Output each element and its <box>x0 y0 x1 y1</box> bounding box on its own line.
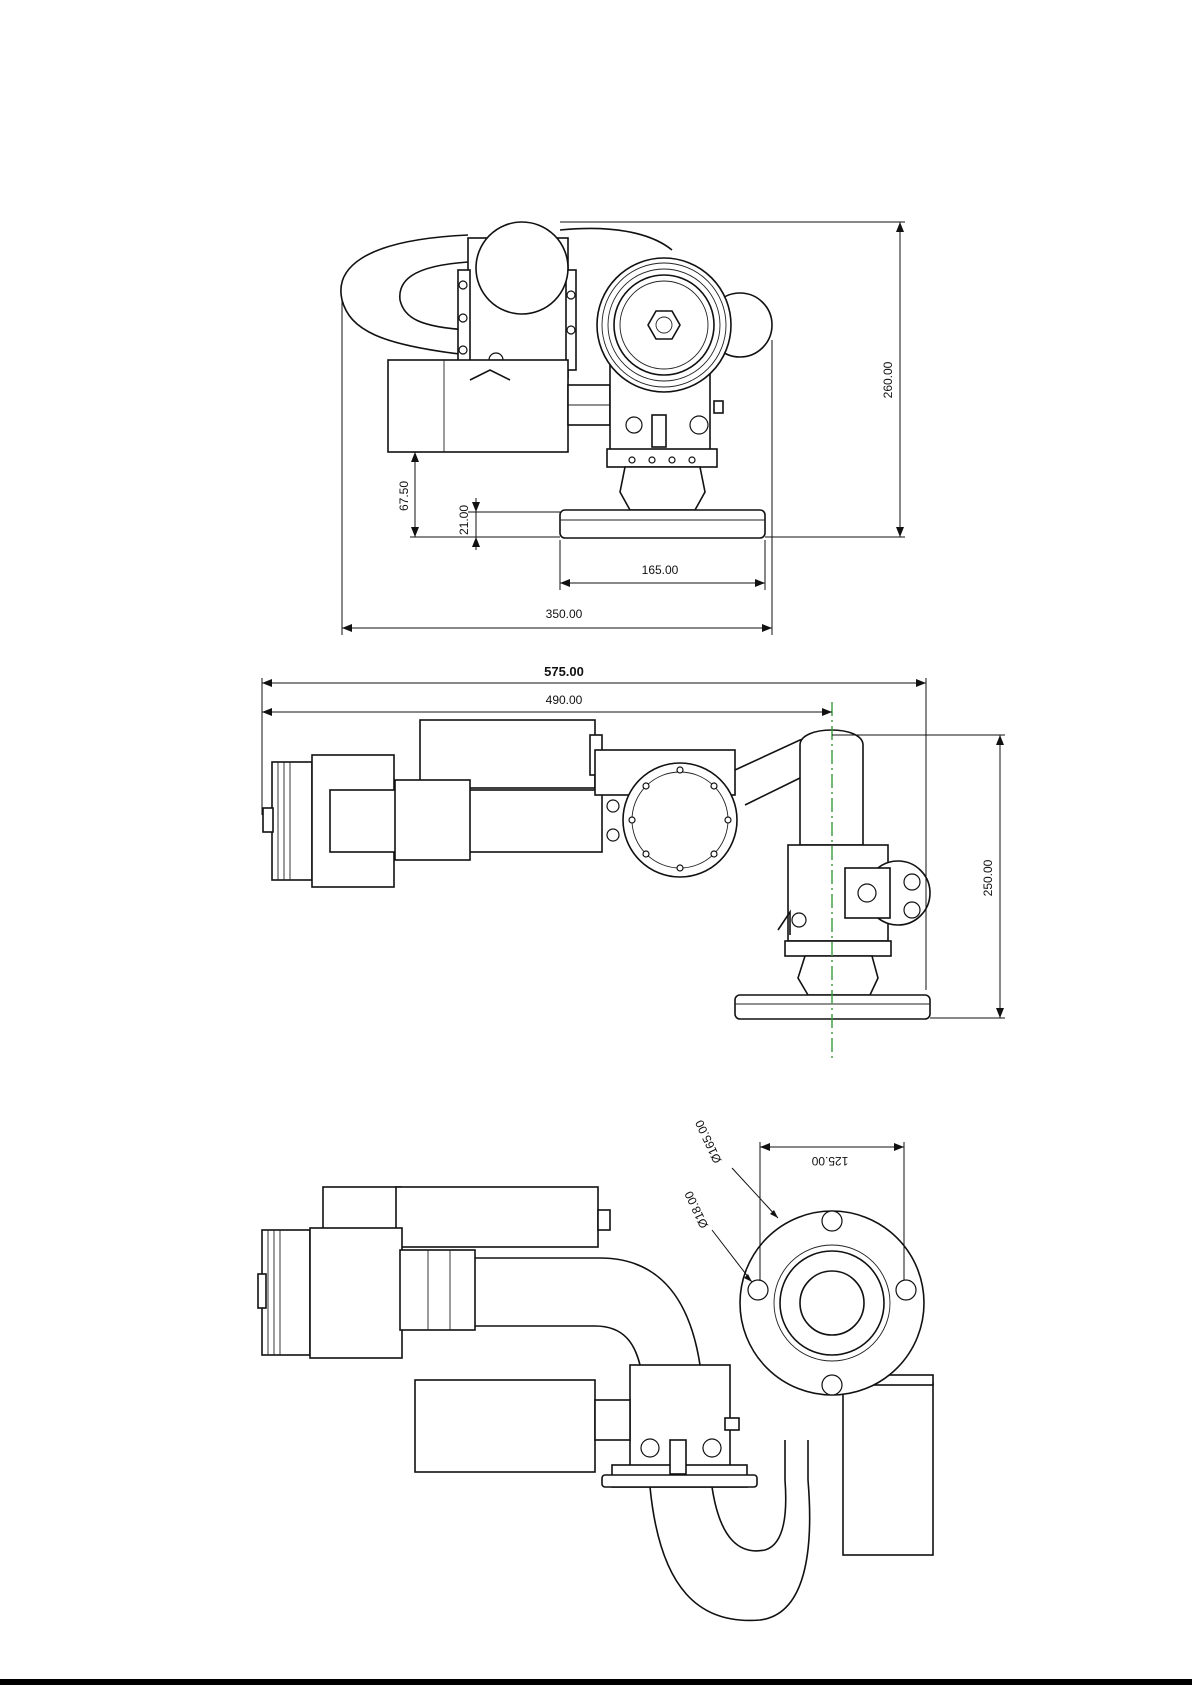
dim-to-axis-490: 490.00 <box>546 693 583 707</box>
view-side: 575.00 490.00 250.00 <box>262 664 1005 1062</box>
dim-height-250: 250.00 <box>981 859 995 896</box>
view-bottom: 125.00 Ø165.00 Ø18.00 <box>258 1118 933 1621</box>
dim-overall-575: 575.00 <box>544 664 584 679</box>
dim-bolt-circle-125: 125.00 <box>811 1154 848 1168</box>
dim-height-260: 260.00 <box>881 361 895 398</box>
dim-overall-w-350: 350.00 <box>546 607 583 621</box>
dim-hole-dia-18: Ø18.00 <box>682 1189 711 1231</box>
dim-flange-w-165: 165.00 <box>642 563 679 577</box>
dim-flange-thk-21: 21.00 <box>457 505 471 535</box>
page-footer-bar <box>0 1679 1192 1685</box>
view-top: 260.00 67.50 21.00 165.00 350.00 <box>341 222 905 635</box>
dim-offset-67-50: 67.50 <box>397 481 411 511</box>
dim-flange-dia-165: Ø165.00 <box>692 1118 724 1166</box>
